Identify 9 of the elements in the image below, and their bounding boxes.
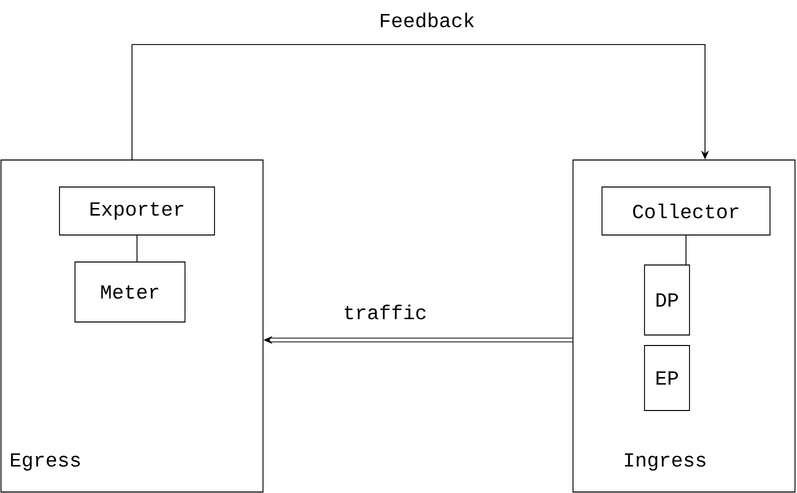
connector-line — [136, 235, 138, 262]
component-box: Exporter — [59, 186, 215, 236]
edge-label: Feedback — [378, 12, 476, 28]
edge-label: traffic — [342, 304, 428, 320]
component-box: EP — [644, 345, 690, 411]
component-box: Collector — [602, 186, 770, 236]
feedback-arrow — [132, 44, 710, 160]
component-box: DP — [644, 264, 690, 336]
component-box: Meter — [74, 262, 186, 322]
